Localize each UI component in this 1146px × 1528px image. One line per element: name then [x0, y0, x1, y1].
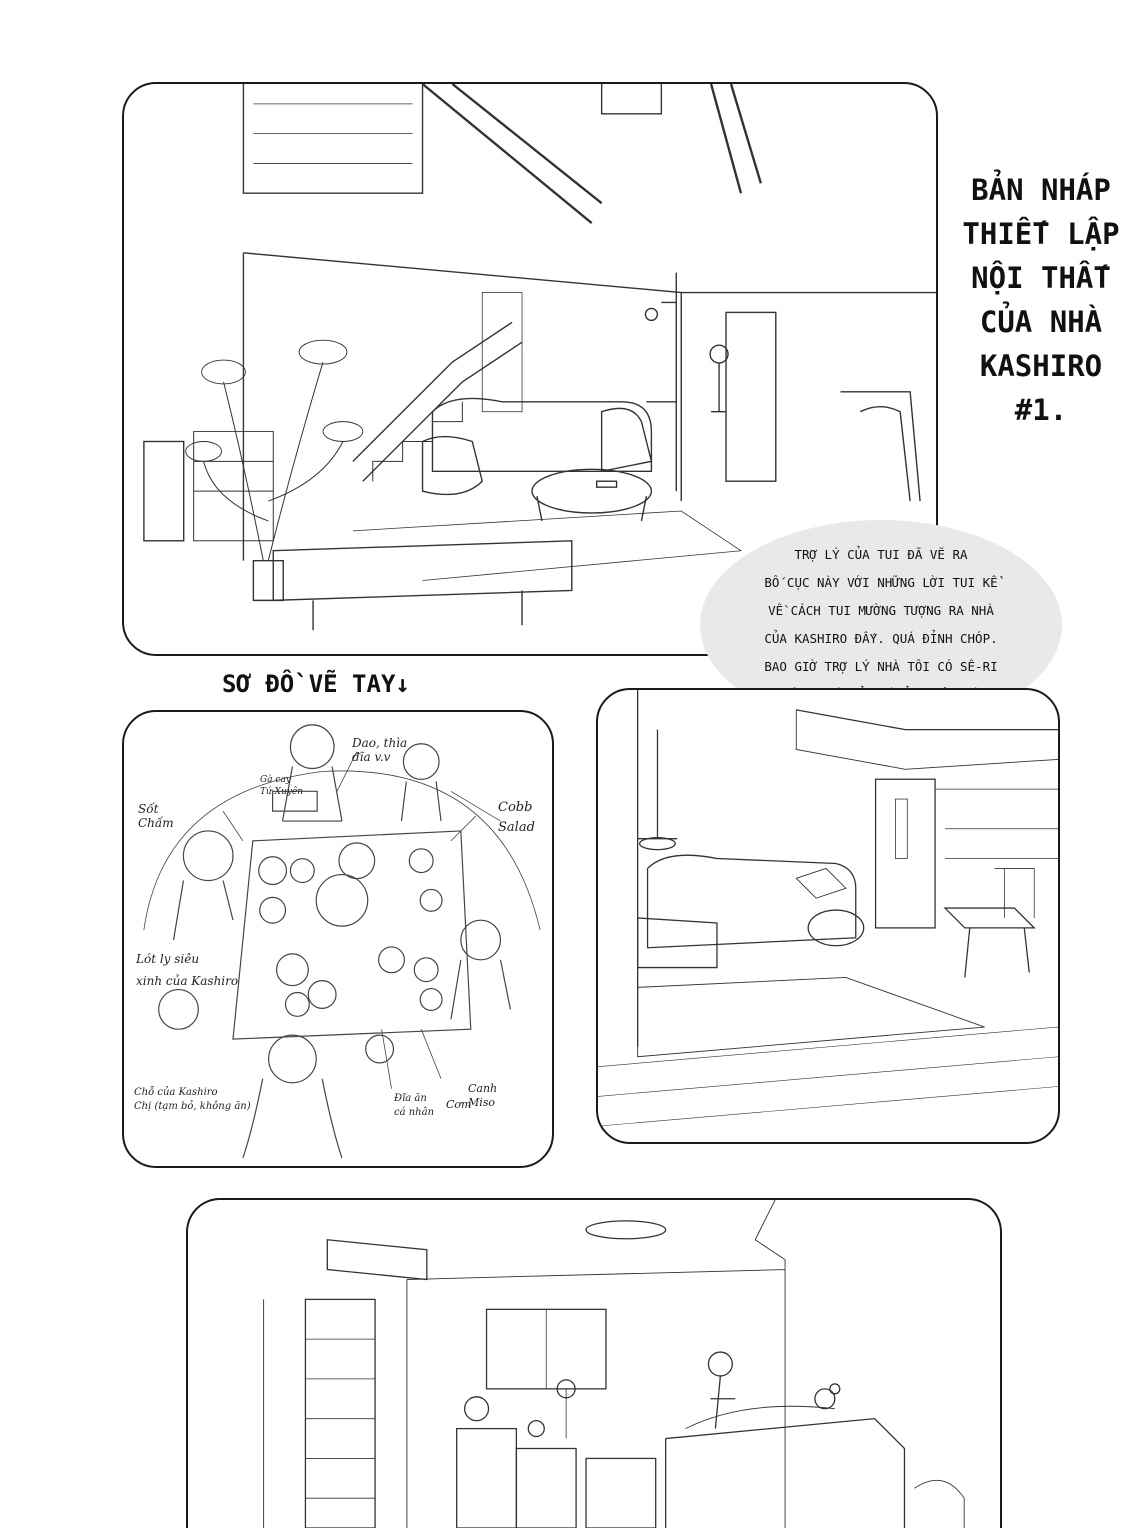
bedroom-panel: [186, 1198, 1002, 1528]
sofa-corner-sketch: [598, 690, 1058, 1127]
bubble-line: TRỢ LÝ CỦA TUI ĐÃ VẼ RA: [794, 547, 968, 562]
bedroom-sketch: [263, 1200, 965, 1528]
title-line: KASHIRO: [979, 349, 1103, 383]
title-line: #1.: [1014, 393, 1068, 427]
title-line: CỦA NHÀ: [979, 305, 1103, 339]
dining-table-sketch: [143, 724, 541, 1159]
sofa-corner-panel: [596, 688, 1060, 1144]
bubble-text: TRỢ LÝ CỦA TUI ĐÃ VẼ RA BỐ CỤC NÀY VỚI N…: [764, 541, 997, 709]
living-room-sketch: [143, 84, 936, 631]
bubble-line: BỐ CỤC NÀY VỚI NHỮNG LỜI TUI KỂ: [764, 575, 998, 590]
title-line: THIẾT LẬP: [962, 217, 1120, 251]
bubble-line: BAO GIỜ TRỢ LÝ NHÀ TÔI CÓ SÊ-RI: [764, 659, 998, 674]
sketch-caption: SƠ ĐỒ VẼ TAY↓: [222, 670, 410, 698]
title-line: BẢN NHÁP: [971, 173, 1111, 207]
page-title: BẢN NHÁP THIẾT LẬP NỘI THẤT CỦA NHÀ KASH…: [946, 168, 1136, 432]
bubble-line: VỀ CÁCH TUI MƯỜNG TƯỢNG RA NHÀ: [768, 603, 994, 618]
living-room-panel: [122, 82, 938, 656]
bubble-line: CỦA KASHIRO ĐẤY. QUÁ ĐỈNH CHÓP.: [764, 631, 998, 646]
note-rice: Cơm: [446, 1098, 472, 1111]
title-line: NỘI THẤT: [971, 261, 1111, 295]
